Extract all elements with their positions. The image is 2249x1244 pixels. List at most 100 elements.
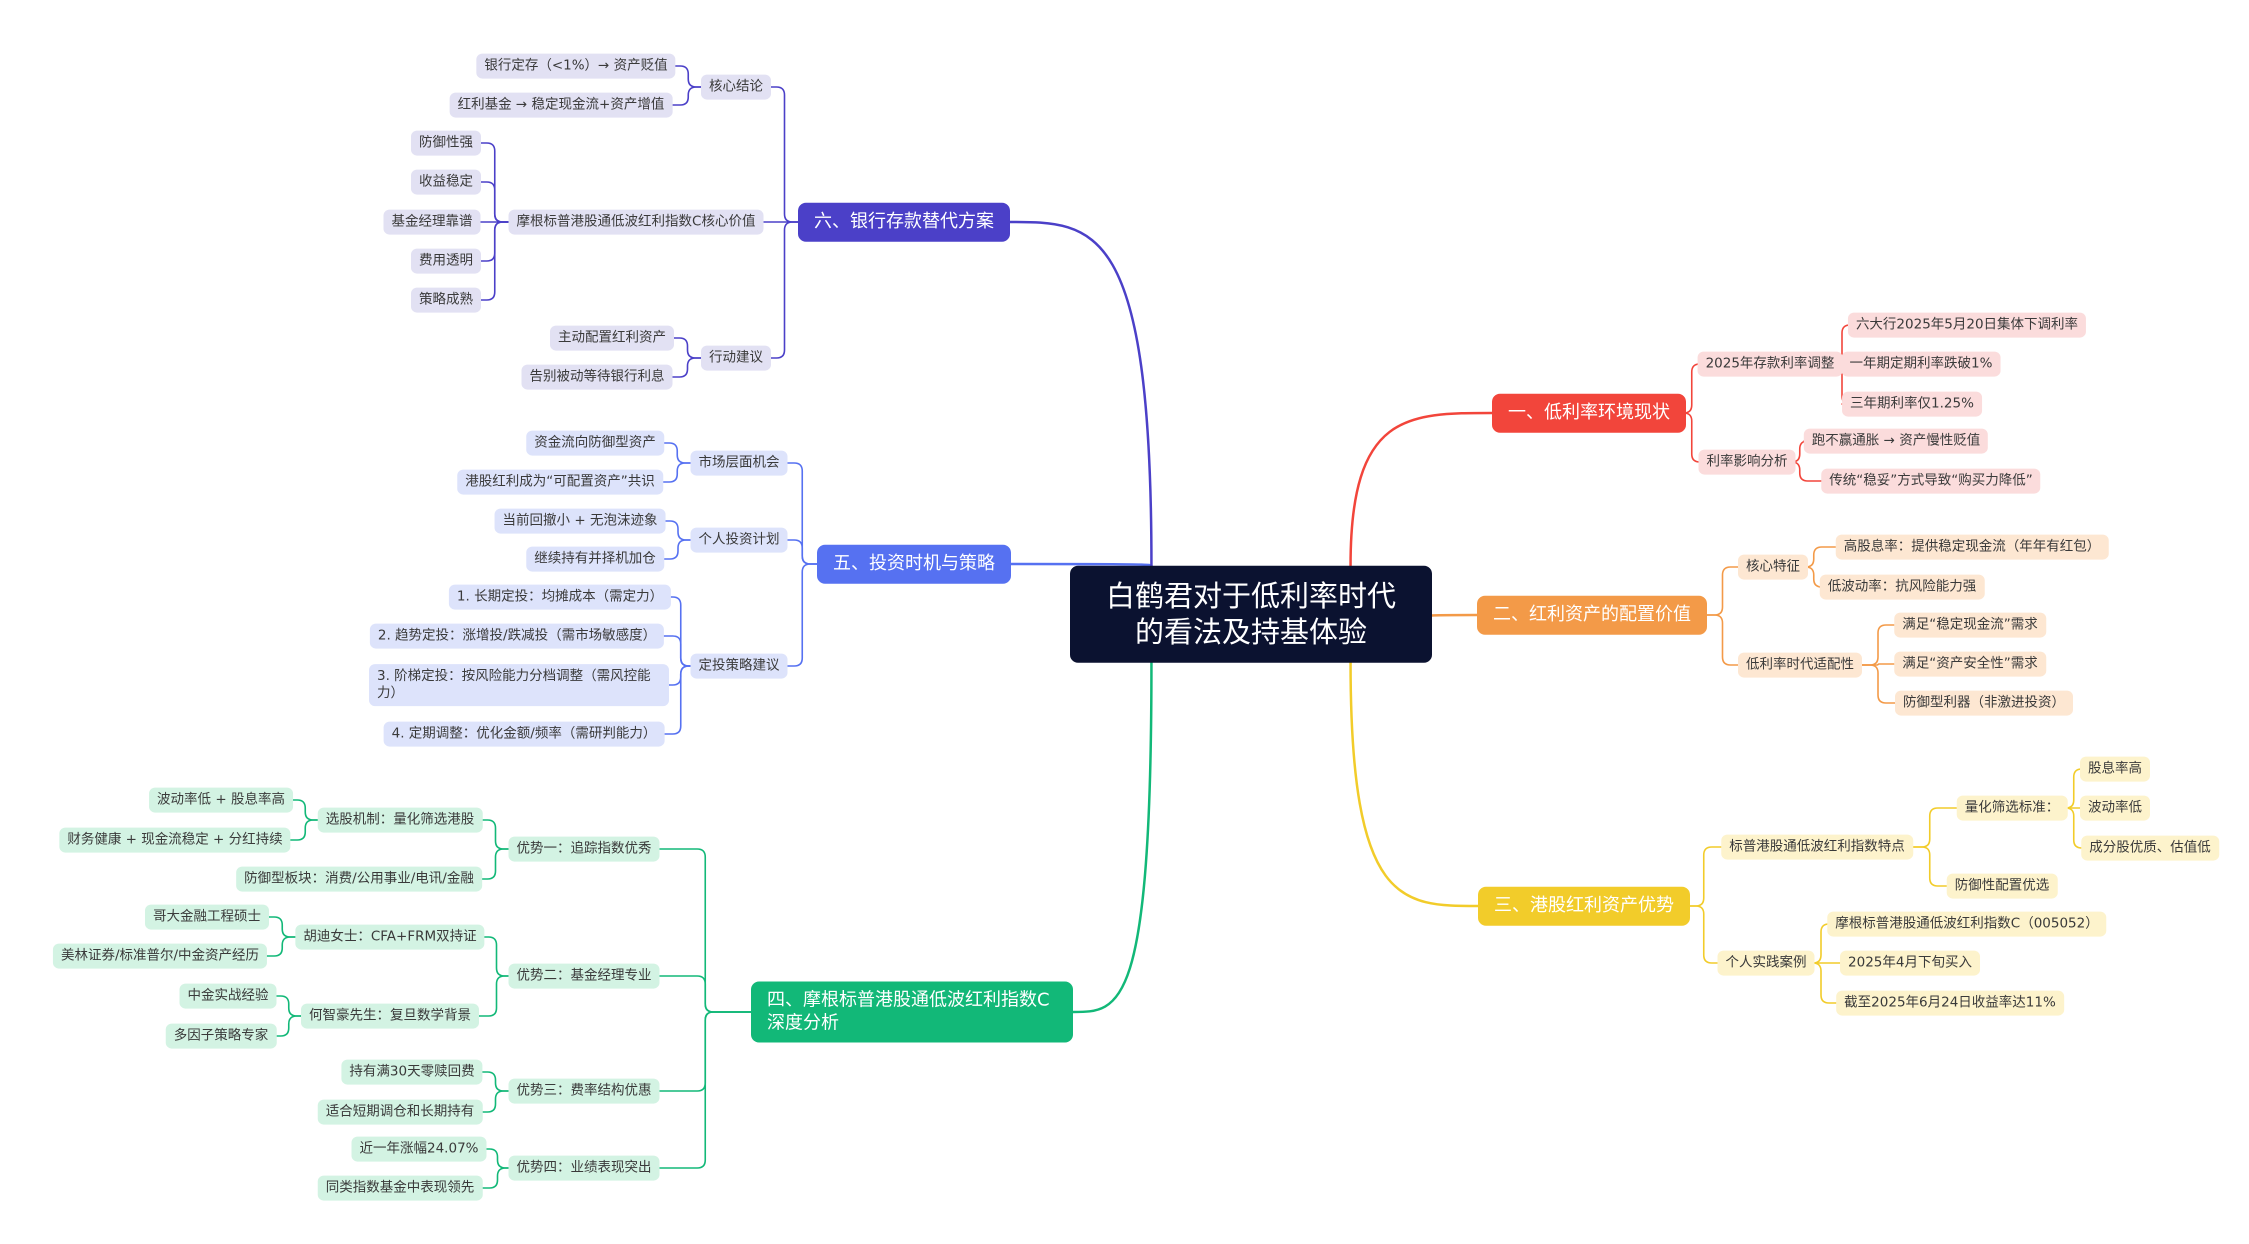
subtopic-low-rate-fit[interactable]: 低利率时代适配性 <box>1738 652 1862 678</box>
leaf-deposit-depreciation[interactable]: 银行定存（<1%）→ 资产贬值 <box>476 53 676 79</box>
leaf-strong-defense[interactable]: 防御性强 <box>411 130 481 156</box>
leaf-stop-waiting-interest[interactable]: 告别被动等待银行利息 <box>521 364 673 390</box>
subtopic-rate-adjustment-2025[interactable]: 2025年存款利率调整 <box>1697 351 1843 377</box>
elbow-connector <box>1706 614 1739 666</box>
subtopic-stock-selection[interactable]: 选股机制：量化筛选港股 <box>317 807 483 833</box>
leaf-hk-dividend-consensus[interactable]: 港股红利成为“可配置资产”共识 <box>457 469 663 495</box>
elbow-connector <box>1683 412 1700 463</box>
leaf-three-year-125[interactable]: 三年期利率仅1.25% <box>1842 391 1982 417</box>
leaf-financial-health[interactable]: 财务健康 + 现金流稳定 + 分红持续 <box>59 827 291 853</box>
leaf-purchasing-power[interactable]: 传统“稳妥”方式导致“购买力降低” <box>1821 468 2041 494</box>
elbow-connector <box>275 995 302 1017</box>
leaf-defensive-flow[interactable]: 资金流向防御型资产 <box>526 430 664 456</box>
leaf-stable-return[interactable]: 收益稳定 <box>411 169 481 195</box>
elbow-connector <box>770 86 799 223</box>
leaf-one-year-below-1pct[interactable]: 一年期定期利率跌破1% <box>1841 351 2001 377</box>
subtopic-core-conclusion[interactable]: 核心结论 <box>701 74 771 100</box>
leaf-reliable-manager[interactable]: 基金经理靠谱 <box>383 209 481 235</box>
subtopic-personal-case[interactable]: 个人实践案例 <box>1717 950 1815 976</box>
leaf-high-dividend[interactable]: 高股息率：提供稳定现金流（年年有红包） <box>1835 534 2109 560</box>
elbow-connector <box>663 442 692 464</box>
elbow-connector <box>2065 807 2082 849</box>
leaf-defensive-sectors[interactable]: 防御型板块：消费/公用事业/电讯/金融 <box>236 866 482 892</box>
leaf-one-year-gain[interactable]: 近一年涨幅24.07% <box>351 1136 487 1162</box>
leaf-transparent-fees[interactable]: 费用透明 <box>411 248 481 274</box>
subtopic-manager-hu[interactable]: 胡迪女士：CFA+FRM双持证 <box>295 924 485 950</box>
subtopic-action-advice[interactable]: 行动建议 <box>701 345 771 371</box>
branch-connector <box>1071 661 1153 1014</box>
subtopic-core-features[interactable]: 核心特征 <box>1738 554 1808 580</box>
elbow-connector <box>275 1015 302 1037</box>
subtopic-dca-strategy[interactable]: 定投策略建议 <box>690 653 788 679</box>
leaf-high-yield[interactable]: 股息率高 <box>2080 756 2150 782</box>
leaf-mature-strategy[interactable]: 策略成熟 <box>411 287 481 313</box>
branch-deposit-alternative[interactable]: 六、银行存款替代方案 <box>798 202 1010 242</box>
subtopic-market-opportunity[interactable]: 市场层面机会 <box>690 450 788 476</box>
elbow-connector <box>478 975 510 1017</box>
branch-fund-deep-analysis[interactable]: 四、摩根标普港股通低波红利指数C深度分析 <box>751 981 1073 1043</box>
elbow-connector <box>1791 461 1823 482</box>
subtopic-fee-structure[interactable]: 优势三：费率结构优惠 <box>508 1078 660 1104</box>
leaf-active-allocation[interactable]: 主动配置红利资产 <box>550 325 674 351</box>
elbow-connector <box>480 221 510 301</box>
leaf-bought-april[interactable]: 2025年4月下旬买入 <box>1840 950 1980 976</box>
elbow-connector <box>663 635 692 667</box>
elbow-connector <box>292 799 319 821</box>
subtopic-index-tracking[interactable]: 优势一：追踪指数优秀 <box>508 836 660 862</box>
leaf-lowvol-highyield[interactable]: 波动率低 + 股息率高 <box>149 787 293 813</box>
subtopic-manager-he[interactable]: 何智豪先生：复旦数学背景 <box>301 1003 479 1029</box>
leaf-hold-and-add[interactable]: 继续持有并择机加仓 <box>526 546 664 572</box>
leaf-low-vol[interactable]: 波动率低 <box>2080 795 2150 821</box>
leaf-dca-tiered[interactable]: 3. 阶梯定投：按风险能力分档调整（需风控能力） <box>369 664 669 706</box>
branch-connector <box>1349 661 1480 908</box>
leaf-big-six-cut[interactable]: 六大行2025年5月20日集体下调利率 <box>1847 312 2087 338</box>
subtopic-manager-professional[interactable]: 优势二：基金经理专业 <box>508 963 660 989</box>
leaf-dca-trend[interactable]: 2. 趋势定投：涨增投/跌减投（需市场敏感度） <box>369 623 665 649</box>
elbow-connector <box>1861 664 1896 704</box>
leaf-short-and-long-term[interactable]: 适合短期调仓和长期持有 <box>317 1099 483 1125</box>
leaf-asset-safety-need[interactable]: 满足“资产安全性”需求 <box>1894 651 2046 677</box>
elbow-connector <box>1683 363 1700 414</box>
leaf-defensive-allocation[interactable]: 防御性配置优选 <box>1946 873 2058 899</box>
elbow-connector <box>1706 566 1739 616</box>
leaf-defensive-tool[interactable]: 防御型利器（非激进投资） <box>1895 690 2073 716</box>
leaf-dca-long-term[interactable]: 1. 长期定投：均摊成本（需定力） <box>448 584 672 610</box>
branch-connector <box>1009 562 1153 567</box>
subtopic-quant-criteria[interactable]: 量化筛选标准： <box>1956 795 2068 821</box>
subtopic-personal-plan[interactable]: 个人投资计划 <box>690 527 788 553</box>
elbow-connector <box>1689 846 1722 907</box>
leaf-zero-redemption-fee[interactable]: 持有满30天零赎回费 <box>341 1059 483 1085</box>
branch-low-rate-environment[interactable]: 一、低利率环境现状 <box>1492 393 1686 433</box>
elbow-connector <box>268 916 297 938</box>
leaf-stable-cashflow-need[interactable]: 满足“稳定现金流”需求 <box>1894 612 2046 638</box>
elbow-connector <box>481 848 510 880</box>
subtopic-index-features[interactable]: 标普港股通低波红利指数特点 <box>1721 834 1913 860</box>
elbow-connector <box>289 819 319 841</box>
leaf-peer-leading[interactable]: 同类指数基金中表现领先 <box>317 1175 483 1201</box>
leaf-columbia-master[interactable]: 哥大金融工程硕士 <box>145 904 269 930</box>
elbow-connector <box>662 462 692 483</box>
leaf-low-volatility[interactable]: 低波动率：抗风险能力强 <box>1819 574 1985 600</box>
leaf-cicc-experience[interactable]: 中金实战经验 <box>179 983 277 1009</box>
subtopic-rate-impact[interactable]: 利率影响分析 <box>1698 449 1796 475</box>
leaf-fund-code[interactable]: 摩根标普港股通低波红利指数C（005052） <box>1827 911 2107 937</box>
leaf-dca-periodic[interactable]: 4. 定期调整：优化金额/频率（需研判能力） <box>383 721 665 747</box>
leaf-small-drawdown[interactable]: 当前回撤小 + 无泡沫迹象 <box>494 508 666 534</box>
elbow-connector <box>483 936 510 977</box>
leaf-merrill-sp-cicc[interactable]: 美林证券/标准普尔/中金资产经历 <box>52 943 268 969</box>
elbow-connector <box>1912 807 1958 848</box>
leaf-inflation-loss[interactable]: 跑不赢通胀 → 资产慢性贬值 <box>1803 428 1989 454</box>
branch-dividend-asset-value[interactable]: 二、红利资产的配置价值 <box>1477 595 1707 635</box>
central-topic[interactable]: 白鹤君对于低利率时代的看法及持基体验 <box>1070 565 1432 663</box>
leaf-quality-low-valuation[interactable]: 成分股优质、估值低 <box>2081 835 2219 861</box>
leaf-multifactor-expert[interactable]: 多因子策略专家 <box>165 1023 277 1049</box>
leaf-return-11pct[interactable]: 截至2025年6月24日收益率达11% <box>1836 990 2064 1016</box>
elbow-connector <box>663 539 692 560</box>
subtopic-performance[interactable]: 优势四：业绩表现突出 <box>508 1155 660 1181</box>
branch-hk-dividend-advantage[interactable]: 三、港股红利资产优势 <box>1478 886 1690 926</box>
subtopic-fund-core-value[interactable]: 摩根标普港股通低波红利指数C核心价值 <box>508 209 764 235</box>
branch-timing-strategy[interactable]: 五、投资时机与策略 <box>817 544 1011 584</box>
leaf-dividend-fund-growth[interactable]: 红利基金 → 稳定现金流+资产增值 <box>449 92 673 118</box>
